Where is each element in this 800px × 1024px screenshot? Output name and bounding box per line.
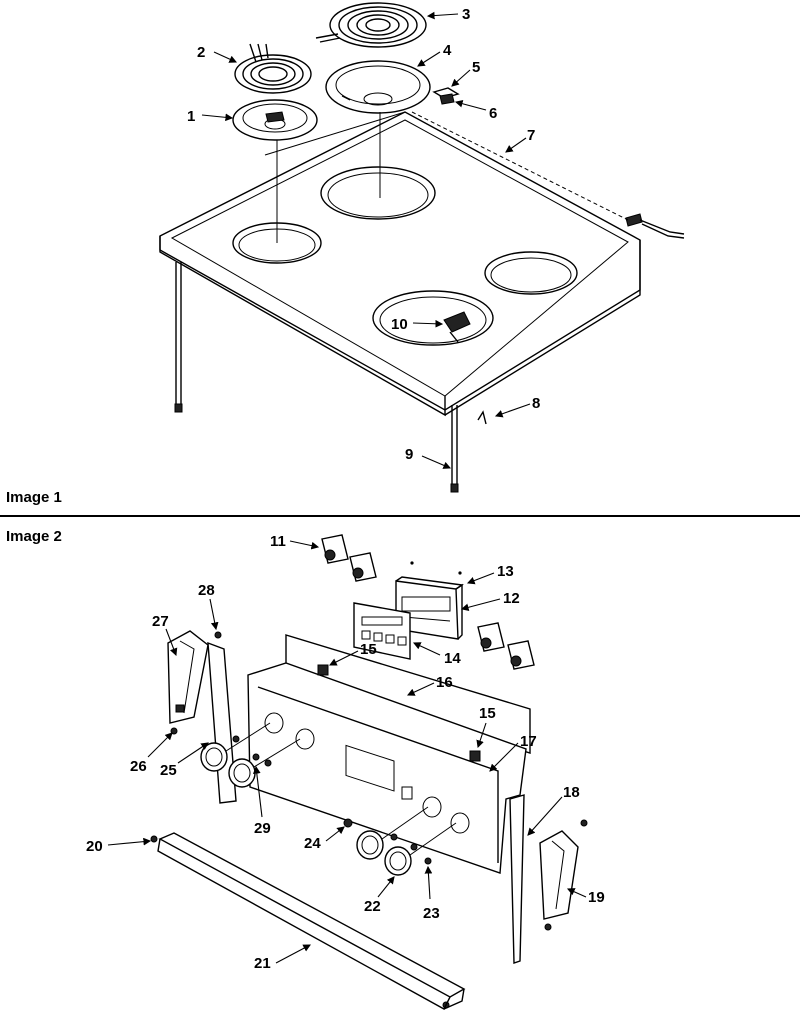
alignment-line bbox=[411, 111, 629, 221]
callout-13: 13 bbox=[497, 563, 514, 580]
callout-6: 6 bbox=[489, 105, 497, 122]
callout-11: 11 bbox=[270, 533, 286, 550]
bottom-trim-part-21 bbox=[157, 832, 466, 1010]
callout-8: 8 bbox=[532, 395, 540, 412]
panel-label-image-1: Image 1 bbox=[6, 489, 62, 506]
callout-29: 29 bbox=[254, 820, 271, 837]
callout-20: 20 bbox=[86, 838, 103, 855]
panel-label-image-2: Image 2 bbox=[6, 528, 62, 545]
clip-part-8 bbox=[477, 410, 487, 425]
overlay-part-14 bbox=[353, 602, 411, 660]
callouts-bottom: 11 12 13 14 15 15 16 17 18 19 20 21 bbox=[86, 533, 605, 972]
callout-10: 10 bbox=[391, 316, 408, 333]
hinge-bracket bbox=[625, 213, 685, 239]
callout-17: 17 bbox=[520, 733, 537, 750]
callout-4: 4 bbox=[443, 42, 452, 59]
callout-21: 21 bbox=[254, 955, 271, 972]
cooktop-exploded-view: 1 2 3 4 5 6 7 8 9 10 bbox=[159, 2, 685, 493]
callout-15b: 15 bbox=[479, 705, 496, 722]
end-cap-part-27 bbox=[167, 630, 209, 724]
side-bracket-part-18 bbox=[509, 794, 525, 964]
panel-cooktop: 1 2 3 4 5 6 7 8 9 10 Image 1 bbox=[6, 2, 685, 506]
console-front-part-17 bbox=[247, 662, 527, 874]
callout-28: 28 bbox=[198, 582, 215, 599]
panel-control-console: 11 12 13 14 15 15 16 17 18 19 20 21 bbox=[0, 517, 800, 1024]
switch-part-10 bbox=[443, 311, 471, 343]
callout-2: 2 bbox=[197, 44, 205, 61]
coil-element-part-3 bbox=[315, 2, 427, 48]
clock-part-12 bbox=[395, 561, 464, 640]
callout-18: 18 bbox=[563, 784, 580, 801]
knobs-part-22 bbox=[200, 722, 457, 876]
callout-3: 3 bbox=[462, 6, 470, 23]
callout-16: 16 bbox=[436, 674, 453, 691]
end-cap-part-19 bbox=[539, 830, 579, 920]
callout-9: 9 bbox=[405, 446, 413, 463]
callout-22: 22 bbox=[364, 898, 381, 915]
lamp-part-15-left bbox=[317, 664, 329, 676]
callouts-top: 1 2 3 4 5 6 7 8 9 10 bbox=[187, 6, 540, 469]
callout-12: 12 bbox=[503, 590, 520, 607]
coil-element-part-2 bbox=[234, 43, 312, 94]
fasteners bbox=[150, 631, 588, 1009]
callout-7: 7 bbox=[527, 127, 535, 144]
callout-26: 26 bbox=[130, 758, 147, 775]
callout-25: 25 bbox=[160, 762, 177, 779]
callout-24: 24 bbox=[304, 835, 321, 852]
callout-23: 23 bbox=[423, 905, 440, 922]
callout-19: 19 bbox=[588, 889, 605, 906]
callout-5: 5 bbox=[472, 59, 480, 76]
drip-bowl-part-4 bbox=[325, 60, 431, 114]
drip-bowl-part-1 bbox=[232, 99, 318, 141]
receptacle-part-5-6 bbox=[432, 87, 460, 105]
panel-divider bbox=[0, 515, 800, 517]
infinite-switches-part-11 bbox=[321, 534, 535, 670]
control-panel-exploded-view: 11 12 13 14 15 15 16 17 18 19 20 21 bbox=[86, 533, 605, 1010]
callout-15a: 15 bbox=[360, 641, 377, 658]
lamp-part-15-right bbox=[469, 750, 481, 762]
cooktop-top-part-7 bbox=[159, 111, 641, 417]
support-rods bbox=[174, 262, 459, 493]
callout-14: 14 bbox=[444, 650, 461, 667]
callout-1: 1 bbox=[187, 108, 195, 125]
callout-27: 27 bbox=[152, 613, 169, 630]
